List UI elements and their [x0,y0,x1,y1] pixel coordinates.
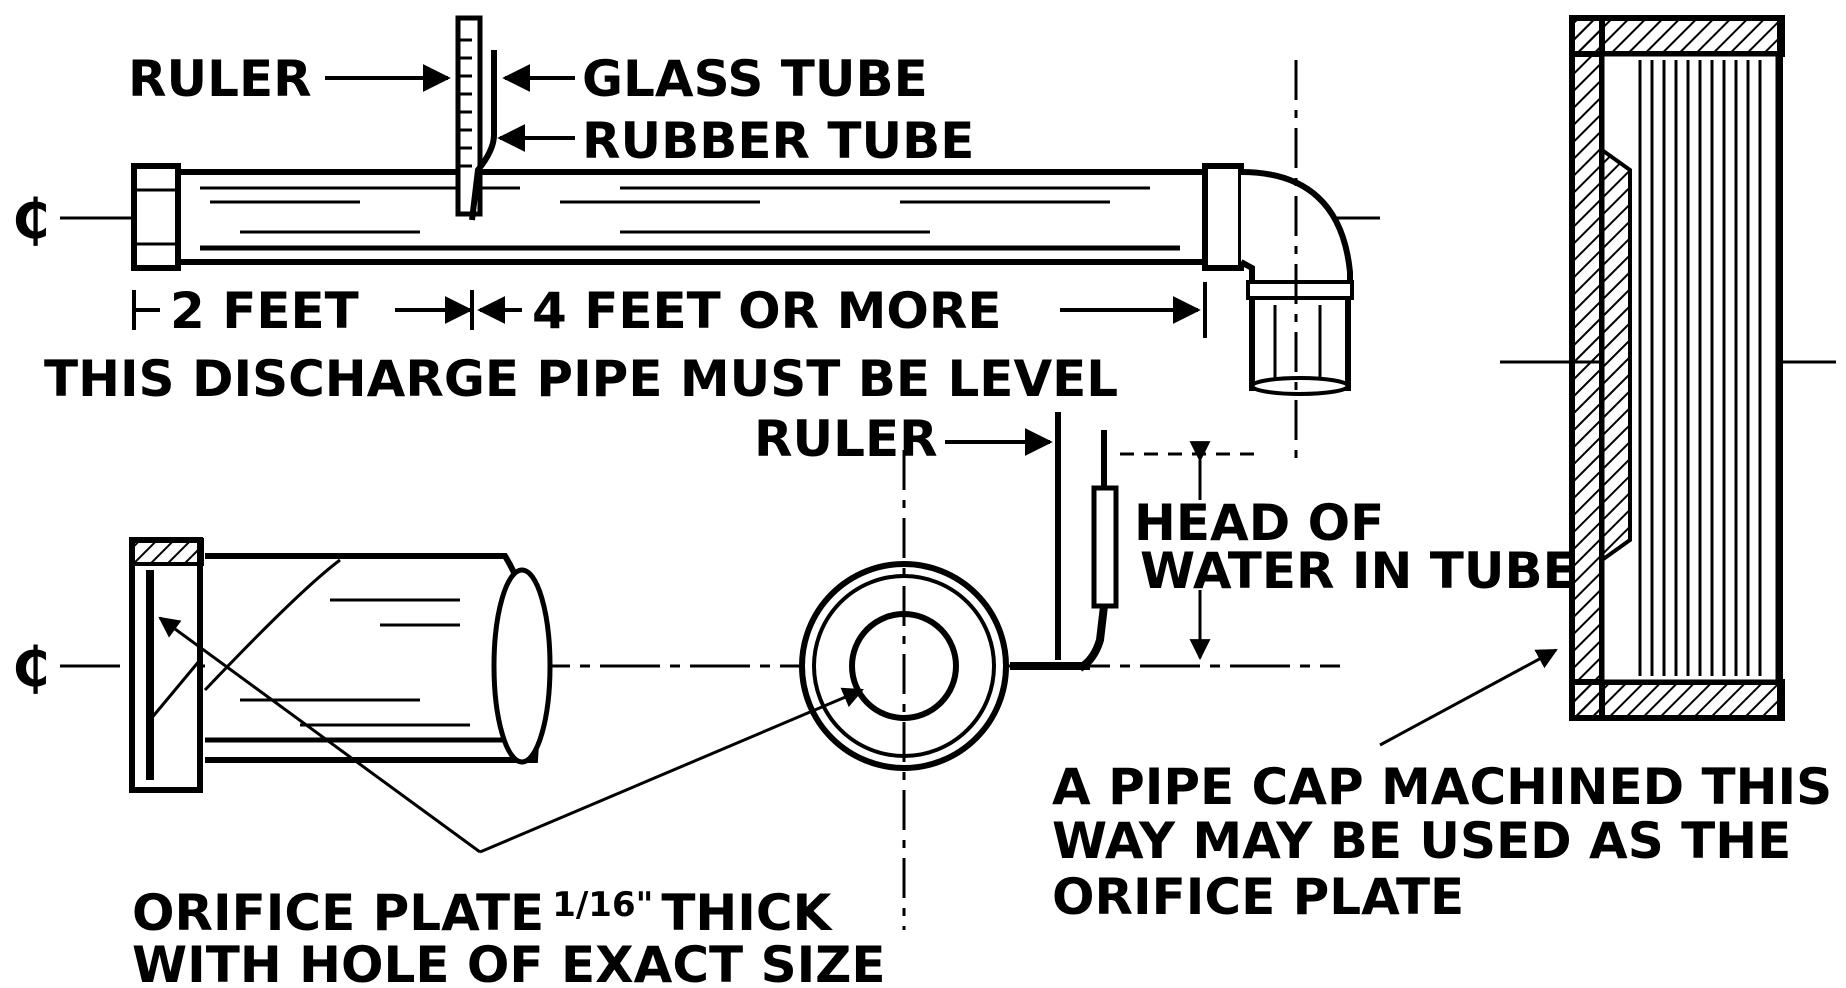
dimension-line [132,282,1207,338]
head-label-line2: WATER IN TUBE [1140,542,1577,600]
head-label-line1: HEAD OF [1134,494,1384,552]
right-coupling [1202,163,1244,271]
glass-tube-mid [1091,485,1119,609]
cap-threads [1638,60,1762,676]
ruler-mid-label: RULER [754,410,938,468]
ruler-top-label: RULER [128,50,312,108]
centerline-symbol-top: ₵ [12,188,50,251]
glass-tube [469,50,497,221]
level-note: THIS DISCHARGE PIPE MUST BE LEVEL [44,350,1118,408]
pipe-cap-section: A PIPE CAP MACHINED THIS WAY MAY BE USED… [1052,15,1836,926]
orifice-pipe-side-view: ₵ [12,537,1340,793]
dim-4-feet-label: 4 FEET OR MORE [532,282,1002,340]
rubber-tube-label: RUBBER TUBE [582,112,974,170]
cap-label-line1: A PIPE CAP MACHINED THIS [1052,758,1832,816]
discharge-pipe-assembly: RULER GLASS TUBE RUBBER TUBE ₵ 2 FEET 4 … [12,15,1380,460]
dim-2-feet-label: 2 FEET [170,282,359,340]
orifice-label-line2: WITH HOLE OF EXACT SIZE [132,936,886,988]
cap-label-line3: ORIFICE PLATE [1052,868,1464,926]
pipe-end-body [205,553,540,763]
orifice-end-view [799,450,1090,930]
head-measurement: RULER HEAD OF WATER IN TUBE [754,410,1577,672]
glass-tube-label: GLASS TUBE [582,50,928,108]
cap-label-line2: WAY MAY BE USED AS THE [1052,812,1791,870]
left-coupling [131,163,181,271]
elbow-nipple [1249,285,1351,391]
centerline-symbol-bottom: ₵ [12,636,50,699]
